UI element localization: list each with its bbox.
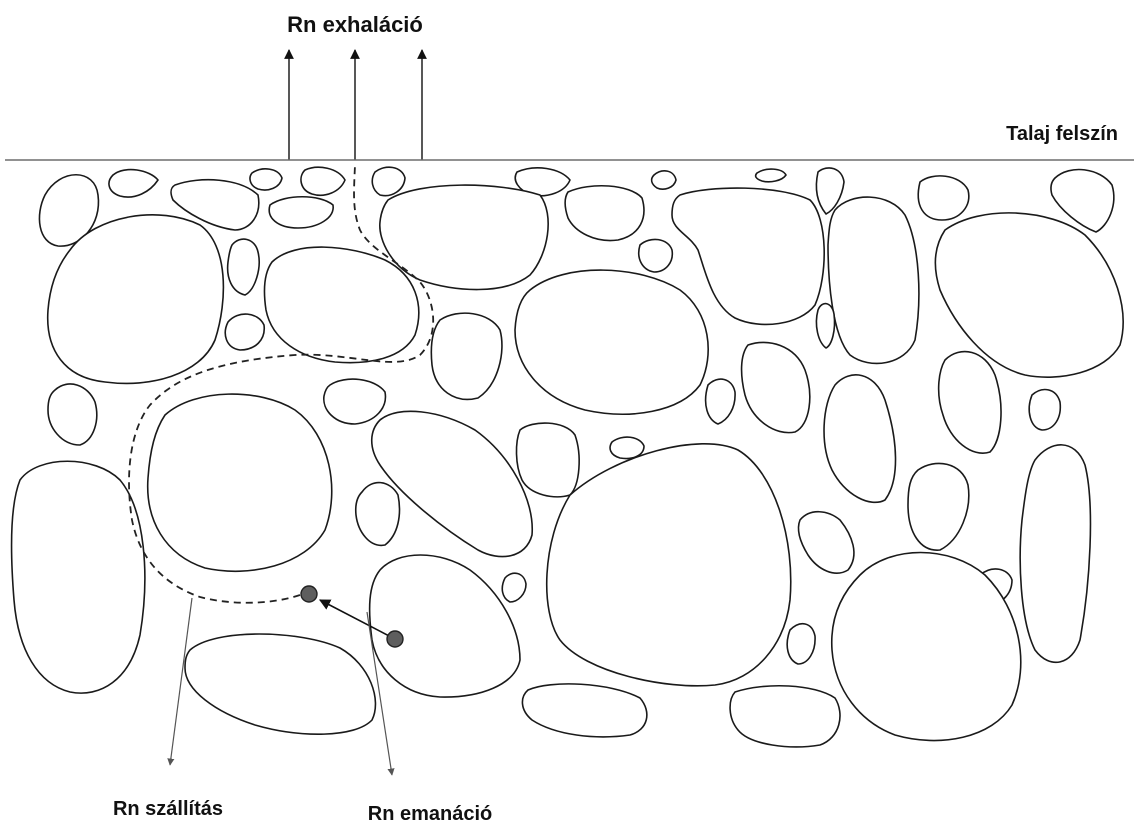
soil-grain [502, 573, 526, 602]
soil-grain [742, 342, 810, 432]
soil-grain [516, 423, 579, 497]
exhalation-arrows [289, 50, 422, 160]
soil-grain [225, 314, 264, 350]
soil-grain [756, 169, 786, 182]
soil-grain [908, 463, 969, 550]
soil-grain [798, 512, 854, 573]
soil-grain [372, 411, 533, 556]
soil-grain [730, 686, 840, 747]
soil-grain [939, 352, 1001, 454]
soil-grain [1020, 445, 1090, 662]
soil-grain [372, 167, 405, 195]
soil-grain [380, 185, 548, 289]
soil-grain [652, 171, 676, 189]
soil-grain [610, 437, 644, 458]
soil-grain [48, 384, 97, 445]
soil-grain [565, 186, 644, 241]
soil-grain [1029, 390, 1060, 430]
radon-atom-in-pore [301, 586, 317, 602]
soil-grain [301, 167, 345, 195]
soil-grain [706, 379, 735, 424]
soil-grain [12, 461, 145, 693]
emanation-label: Rn emanáció [368, 803, 492, 825]
radon-atom-in-grain [387, 631, 403, 647]
soil-grain [228, 239, 260, 295]
soil-grain [639, 239, 673, 272]
soil-grain [522, 684, 646, 737]
soil-grain [828, 197, 919, 363]
soil-grain [431, 313, 502, 399]
soil-grains [12, 167, 1124, 747]
soil-grain [185, 634, 375, 734]
soil-grain [370, 555, 520, 697]
soil-grain [816, 304, 834, 348]
soil-grain [109, 170, 158, 197]
soil-grain [264, 247, 418, 363]
transport-label: Rn szállítás [113, 798, 223, 820]
soil-grain [918, 176, 969, 220]
soil-grain [787, 624, 815, 664]
soil-grain [250, 169, 282, 190]
soil-grain [547, 444, 791, 686]
soil-grain [269, 197, 333, 228]
exhalation-label: Rn exhaláció [287, 12, 423, 37]
surface-label: Talaj felszín [1006, 123, 1118, 145]
soil-grain [324, 379, 386, 424]
soil-grain [148, 394, 332, 571]
soil-grain [515, 270, 708, 414]
soil-grain [356, 483, 400, 546]
soil-grain [824, 375, 895, 502]
